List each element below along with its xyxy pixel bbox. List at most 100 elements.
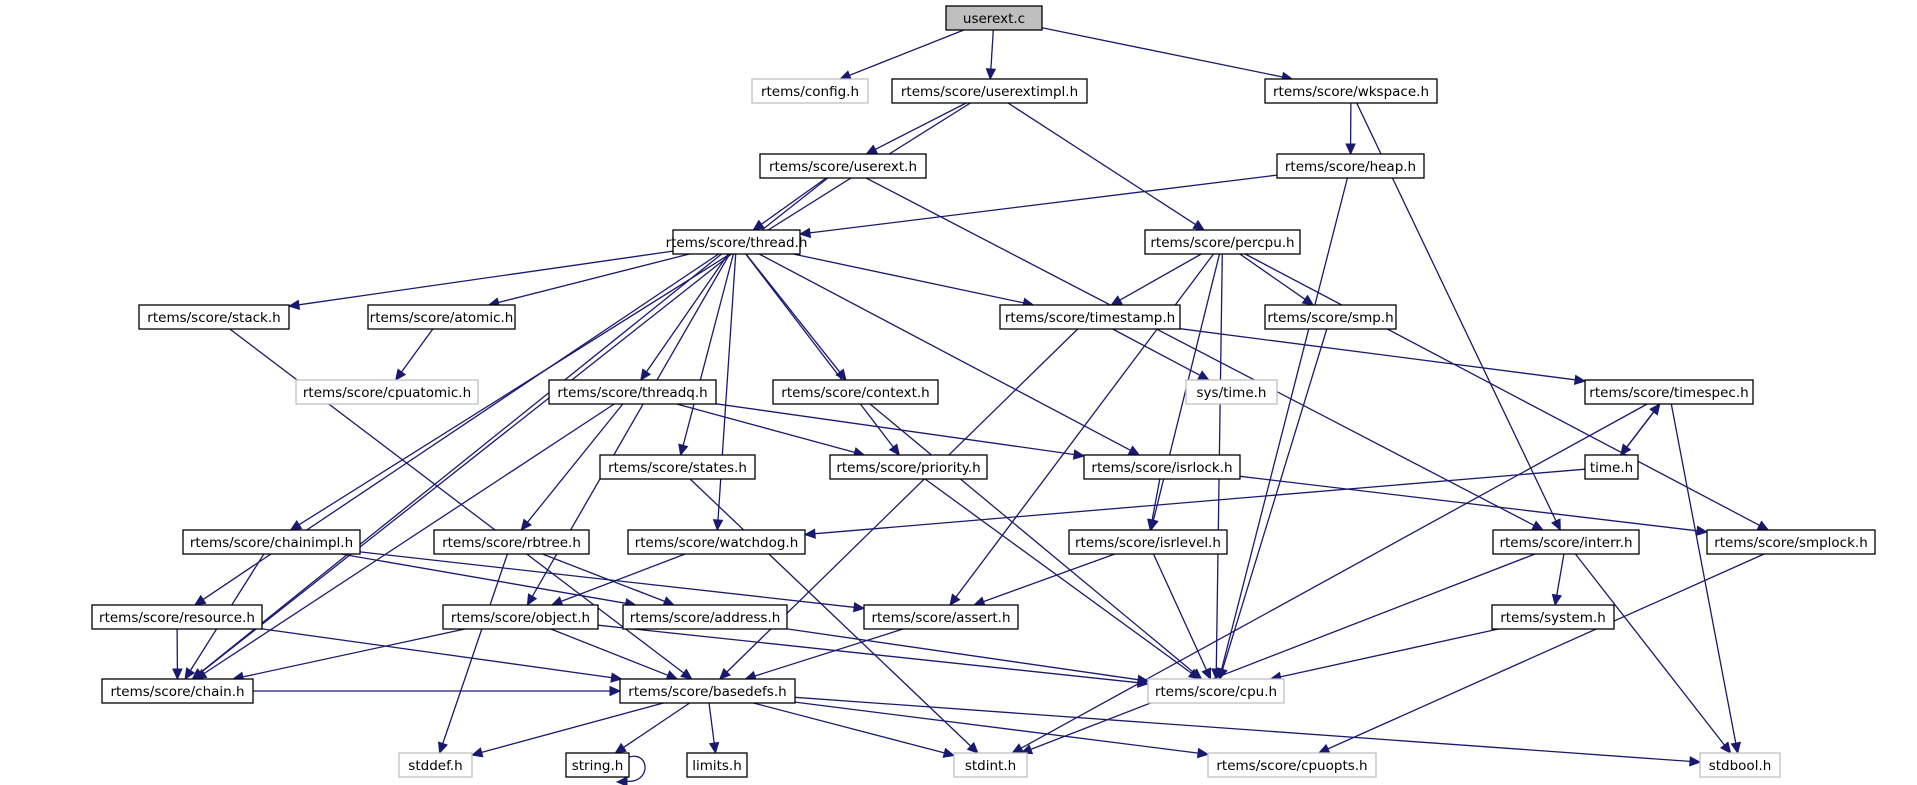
edge-thread-h-to-timestamp-h [792, 253, 1035, 308]
node-label: rtems/score/timestamp.h [1005, 310, 1175, 326]
edge-object-h-to-chain-h [231, 628, 466, 682]
edge-thread-h-to-threadq-h [640, 253, 729, 382]
node-chain-h[interactable]: rtems/score/chain.h [101, 678, 254, 704]
node-label: rtems/score/resource.h [99, 610, 255, 626]
node-object-h[interactable]: rtems/score/object.h [442, 604, 599, 630]
node-smp-h[interactable]: rtems/score/smp.h [1264, 304, 1397, 330]
node-basedefs-h[interactable]: rtems/score/basedefs.h [619, 678, 796, 704]
edge-chain-h-to-basedefs-h [253, 685, 622, 697]
node-box [627, 529, 806, 555]
node-timestamp-h[interactable]: rtems/score/timestamp.h [999, 304, 1181, 330]
edge-isrlock-h-to-isrlevel-h [1147, 478, 1161, 532]
nodes-layer: userext.c rtems/config.h rtems/score/usere… [91, 5, 1876, 778]
node-box [1185, 379, 1278, 405]
edge-userext-c-to-userextimpl-h [985, 29, 997, 81]
node-percpu-h[interactable]: rtems/score/percpu.h [1144, 229, 1301, 255]
node-context-h[interactable]: rtems/score/context.h [772, 379, 939, 405]
node-box [751, 78, 869, 104]
edge-atomic-h-to-cpuatomic-h [394, 328, 434, 381]
node-system-h[interactable]: rtems/system.h [1491, 604, 1615, 630]
node-thread-h[interactable]: rtems/score/thread.h [666, 229, 808, 255]
node-label: limits.h [692, 758, 742, 774]
edge-thread-h-to-states-h [678, 253, 735, 457]
node-atomic-h[interactable]: rtems/score/atomic.h [367, 304, 516, 330]
node-box [619, 678, 796, 704]
node-time-h[interactable]: time.h [1584, 454, 1639, 480]
edge-isrlevel-h-to-assert-h [972, 553, 1116, 607]
node-label: rtems/score/isrlock.h [1091, 460, 1232, 476]
node-isrlevel-h[interactable]: rtems/score/isrlevel.h [1068, 529, 1228, 555]
node-label: rtems/score/isrlevel.h [1075, 535, 1221, 551]
node-box [1264, 78, 1438, 104]
node-userext-c[interactable]: userext.c [945, 5, 1043, 31]
edge-system-h-to-cpu-h [1269, 628, 1499, 682]
node-box [1584, 379, 1754, 405]
edge-thread-h-to-watchdog-h [712, 253, 737, 532]
node-label: rtems/score/priority.h [836, 460, 980, 476]
node-label: rtems/score/context.h [781, 385, 929, 401]
node-label: rtems/score/address.h [630, 610, 781, 626]
edge-interr-h-to-stdint-h [1020, 553, 1536, 755]
node-userext-h[interactable]: rtems/score/userext.h [759, 153, 927, 179]
node-cpuopts-h[interactable]: rtems/score/cpuopts.h [1207, 752, 1377, 778]
node-box [829, 454, 988, 480]
node-label: rtems/score/smp.h [1267, 310, 1393, 326]
node-string-h[interactable]: string.h [565, 752, 630, 778]
node-smplock-h[interactable]: rtems/score/smplock.h [1706, 529, 1876, 555]
node-rbtree-h[interactable]: rtems/score/rbtree.h [433, 529, 590, 555]
node-label: rtems/system.h [1500, 610, 1606, 626]
node-label: rtems/score/object.h [451, 610, 590, 626]
node-heap-h[interactable]: rtems/score/heap.h [1276, 153, 1425, 179]
node-stddef-h[interactable]: stddef.h [398, 752, 473, 778]
node-box [599, 454, 756, 480]
node-box [622, 604, 788, 630]
node-stdint-h[interactable]: stdint.h [953, 752, 1028, 778]
node-config-h[interactable]: rtems/config.h [751, 78, 869, 104]
node-label: rtems/score/timespec.h [1589, 385, 1748, 401]
node-label: stdbool.h [1709, 758, 1772, 774]
edge-thread-h-to-isrlock-h [758, 253, 1141, 456]
node-box [1144, 229, 1301, 255]
edge-threadq-h-to-rbtree-h [520, 403, 624, 531]
node-states-h[interactable]: rtems/score/states.h [599, 454, 756, 480]
node-threadq-h[interactable]: rtems/score/threadq.h [548, 379, 717, 405]
node-box [367, 304, 516, 330]
node-interr-h[interactable]: rtems/score/interr.h [1492, 529, 1640, 555]
node-box [891, 78, 1088, 104]
node-box [1276, 153, 1425, 179]
node-stdbool-h[interactable]: stdbool.h [1699, 752, 1781, 778]
node-isrlock-h[interactable]: rtems/score/isrlock.h [1083, 454, 1241, 480]
edge-basedefs-h-to-stddef-h [470, 702, 664, 758]
edge-interr-h-to-stdbool-h [1574, 553, 1732, 754]
edge-heap-h-to-thread-h [798, 174, 1278, 239]
node-address-h[interactable]: rtems/score/address.h [622, 604, 788, 630]
node-cpu-h[interactable]: rtems/score/cpu.h [1147, 678, 1285, 704]
node-label: sys/time.h [1197, 385, 1267, 401]
node-userextimpl-h[interactable]: rtems/score/userextimpl.h [891, 78, 1088, 104]
node-label: stdint.h [965, 758, 1016, 774]
edge-interr-h-to-system-h [1551, 553, 1565, 607]
node-systime-h[interactable]: sys/time.h [1185, 379, 1278, 405]
node-label: rtems/score/chainimpl.h [190, 535, 353, 551]
node-limits-h[interactable]: limits.h [686, 752, 748, 778]
edge-thread-h-to-stack-h [287, 250, 674, 310]
node-resource-h[interactable]: rtems/score/resource.h [91, 604, 263, 630]
node-label: rtems/score/interr.h [1499, 535, 1632, 551]
node-label: userext.c [963, 11, 1025, 27]
node-priority-h[interactable]: rtems/score/priority.h [829, 454, 988, 480]
node-stack-h[interactable]: rtems/score/stack.h [138, 304, 290, 330]
node-wkspace-h[interactable]: rtems/score/wkspace.h [1264, 78, 1438, 104]
edge-time-h-to-timespec-h [1620, 403, 1661, 456]
edge-priority-h-to-cpu-h [924, 478, 1201, 680]
node-chainimpl-h[interactable]: rtems/score/chainimpl.h [182, 529, 361, 555]
node-assert-h[interactable]: rtems/score/assert.h [863, 604, 1019, 630]
node-box [772, 379, 939, 405]
node-timespec-h[interactable]: rtems/score/timespec.h [1584, 379, 1754, 405]
node-label: rtems/score/percpu.h [1150, 235, 1294, 251]
edge-userext-c-to-config-h [839, 29, 965, 81]
node-box [442, 604, 599, 630]
node-watchdog-h[interactable]: rtems/score/watchdog.h [627, 529, 806, 555]
node-box [433, 529, 590, 555]
node-cpuatomic-h[interactable]: rtems/score/cpuatomic.h [295, 379, 479, 405]
